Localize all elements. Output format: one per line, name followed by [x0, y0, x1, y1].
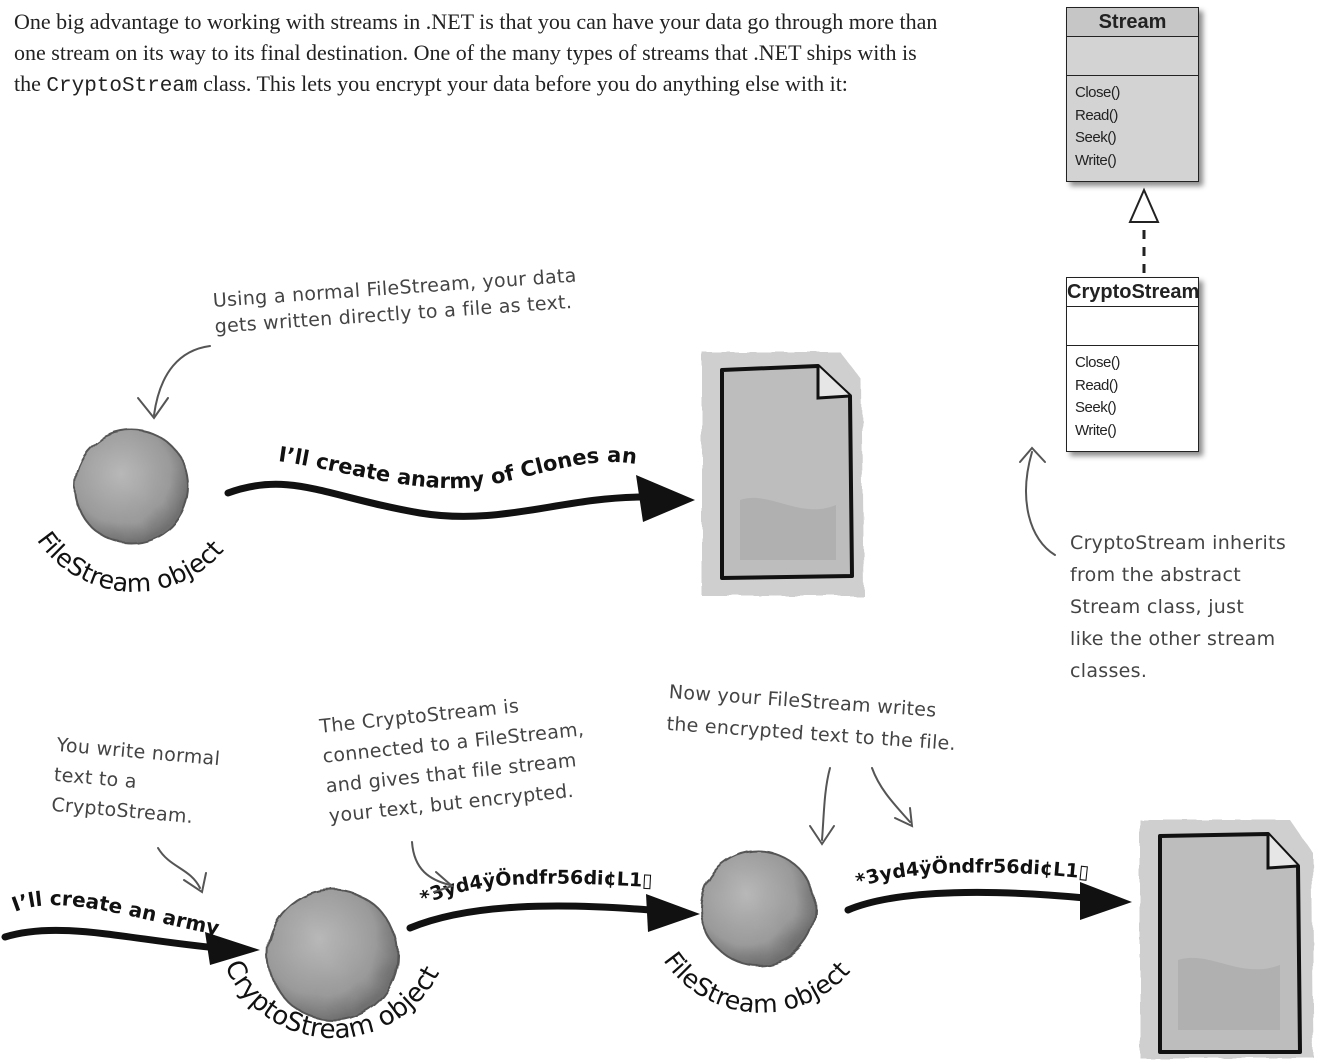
uml-method: Write(): [1075, 151, 1117, 169]
pointer-arrow: [137, 345, 1056, 894]
uml-method: Seek(): [1075, 129, 1117, 146]
arrow-icon: [406, 894, 700, 932]
intro-text-2: class. This lets you encrypt your data b…: [197, 71, 848, 96]
uml-cryptostream-title: CryptoStream: [1067, 278, 1199, 307]
annotation-line: CryptoStream inherits: [1070, 532, 1287, 554]
uml-stream-class: Stream Close() Read() Seek() Write(): [1066, 7, 1199, 182]
uml-stream-methods: Close() Read() Seek() Write(): [1067, 76, 1198, 172]
inherit-annotation: CryptoStream inherits from the abstract …: [1070, 527, 1286, 687]
file-icon: [1140, 820, 1314, 1058]
uml-cryptostream-fields: [1067, 307, 1198, 346]
intro-code-cryptostream: CryptoStream: [46, 75, 198, 98]
top-stream-text: I’ll create anarmy of Clones and: [0, 0, 638, 493]
intro-text-1: One big advantage to working with stream…: [14, 9, 938, 96]
arrow-icon: [224, 475, 695, 522]
uml-method: Close(): [1075, 354, 1120, 371]
annotation-line: Stream class, just: [1070, 596, 1245, 618]
annotation-line: classes.: [1070, 660, 1148, 682]
sphere-icon: [74, 429, 190, 545]
uml-stream-title: Stream: [1067, 8, 1198, 37]
inheritance-arrow: [1128, 187, 1160, 277]
uml-method: Write(): [1075, 421, 1117, 439]
sphere-icon: [700, 850, 816, 966]
annotation-line: from the abstract: [1070, 564, 1241, 586]
intro-paragraph: One big advantage to working with stream…: [14, 6, 944, 102]
arrow-icon: [844, 882, 1132, 920]
uml-method: Seek(): [1075, 399, 1117, 416]
encrypted-text-2: *3yd4ÿÖndfr56di¢L1▯: [853, 854, 1090, 893]
uml-stream-fields: [1067, 37, 1198, 76]
write-annotation: You write normal text to a CryptoStream.: [50, 730, 222, 834]
uml-method: Read(): [1075, 376, 1118, 394]
uml-method: Close(): [1075, 84, 1120, 101]
annotation-line: like the other stream: [1070, 628, 1276, 650]
sphere-icon: [267, 889, 399, 1021]
file-icon: [702, 352, 864, 596]
uml-method: Read(): [1075, 106, 1118, 124]
uml-cryptostream-methods: Close() Read() Seek() Write(): [1067, 346, 1198, 442]
arrow-icon: [1, 926, 260, 965]
uml-cryptostream-class: CryptoStream Close() Read() Seek() Write…: [1066, 277, 1199, 452]
